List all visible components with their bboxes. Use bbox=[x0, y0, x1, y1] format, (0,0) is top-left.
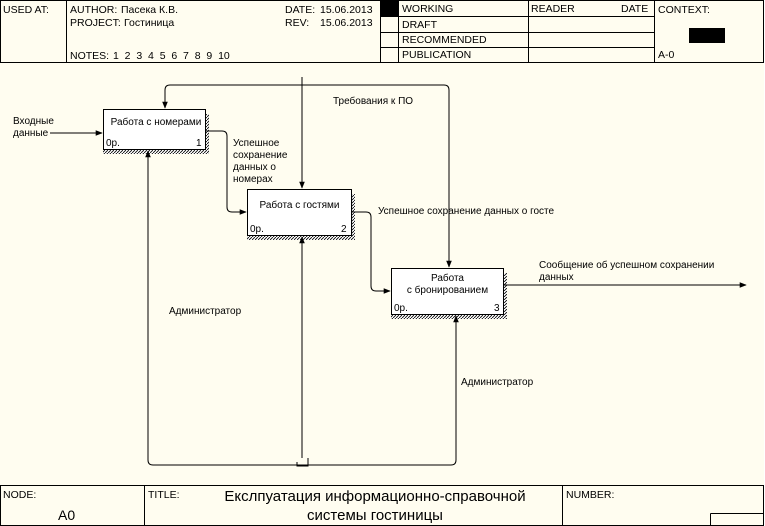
output-label: Сообщение об успешном сохранении данных bbox=[539, 260, 715, 283]
node-value: A0 bbox=[58, 507, 76, 523]
context-node: A-0 bbox=[658, 49, 675, 61]
admin-arrow-box1[interactable] bbox=[145, 150, 302, 466]
number-label: NUMBER: bbox=[566, 489, 615, 501]
guest-saved-label: Успешное сохранение данных о госте bbox=[378, 206, 555, 217]
project-label: PROJECT: bbox=[70, 17, 121, 29]
reader-label: READER bbox=[531, 3, 575, 15]
activity-box-1[interactable] bbox=[103, 109, 209, 155]
rev-label: REV: bbox=[285, 17, 310, 29]
box-1-title: Работа с номерами bbox=[110, 117, 202, 128]
reader-date-label: DATE bbox=[621, 3, 649, 15]
working-marker bbox=[381, 1, 398, 16]
requirements-label: Требования к ПО bbox=[333, 96, 414, 107]
input-label: Входные данные bbox=[13, 116, 54, 139]
box-2-title: Работа с гостями bbox=[259, 200, 340, 211]
project-value: Гостиница bbox=[124, 17, 175, 29]
box-2-cost: 0р. bbox=[250, 224, 264, 235]
used-at-label: USED AT: bbox=[3, 4, 49, 16]
author-value: Пасека К.В. bbox=[121, 4, 179, 16]
box-3-title: Работа с бронированием bbox=[406, 273, 489, 296]
status-working: WORKING bbox=[402, 3, 454, 15]
requirements-arrow-box1[interactable] bbox=[162, 84, 302, 109]
box-3-number: 3 bbox=[494, 303, 500, 314]
status-publication: PUBLICATION bbox=[402, 49, 472, 61]
admin-arrow-box3[interactable] bbox=[302, 315, 459, 466]
box-3-cost: 0р. bbox=[394, 303, 408, 314]
notes-value: 1 2 3 4 5 6 7 8 9 10 bbox=[113, 50, 230, 62]
date-label: DATE: bbox=[285, 4, 316, 16]
context-label: CONTEXT: bbox=[658, 4, 710, 16]
node-label: NODE: bbox=[3, 489, 37, 501]
author-label: AUTHOR: bbox=[70, 4, 118, 16]
requirements-arrow-box3[interactable] bbox=[302, 84, 452, 268]
status-draft: DRAFT bbox=[402, 19, 437, 31]
activity-box-2[interactable] bbox=[247, 189, 355, 241]
rooms-saved-arrow[interactable] bbox=[206, 130, 247, 215]
guest-saved-arrow[interactable] bbox=[352, 211, 391, 294]
box-1-cost: 0р. bbox=[106, 138, 120, 149]
header-grid bbox=[0, 0, 764, 63]
rooms-saved-label: Успешное сохранение данных о номерах bbox=[233, 138, 288, 185]
title-label: TITLE: bbox=[148, 489, 180, 501]
diagram-title: Екслпуатация информационно-справочной си… bbox=[224, 488, 526, 524]
activity-box-3[interactable] bbox=[391, 268, 507, 320]
status-recommended: RECOMMENDED bbox=[402, 34, 487, 46]
admin-label-1: Администратор bbox=[169, 306, 242, 317]
tunnel-bracket bbox=[296, 458, 309, 467]
box-2-number: 2 bbox=[341, 224, 347, 235]
admin-label-2: Администратор bbox=[461, 377, 534, 388]
box-1-number: 1 bbox=[196, 138, 202, 149]
notes-label: NOTES: bbox=[70, 50, 110, 62]
rev-value: 15.06.2013 bbox=[320, 17, 373, 29]
context-thumbnail bbox=[689, 28, 725, 43]
date-value: 15.06.2013 bbox=[320, 4, 373, 16]
